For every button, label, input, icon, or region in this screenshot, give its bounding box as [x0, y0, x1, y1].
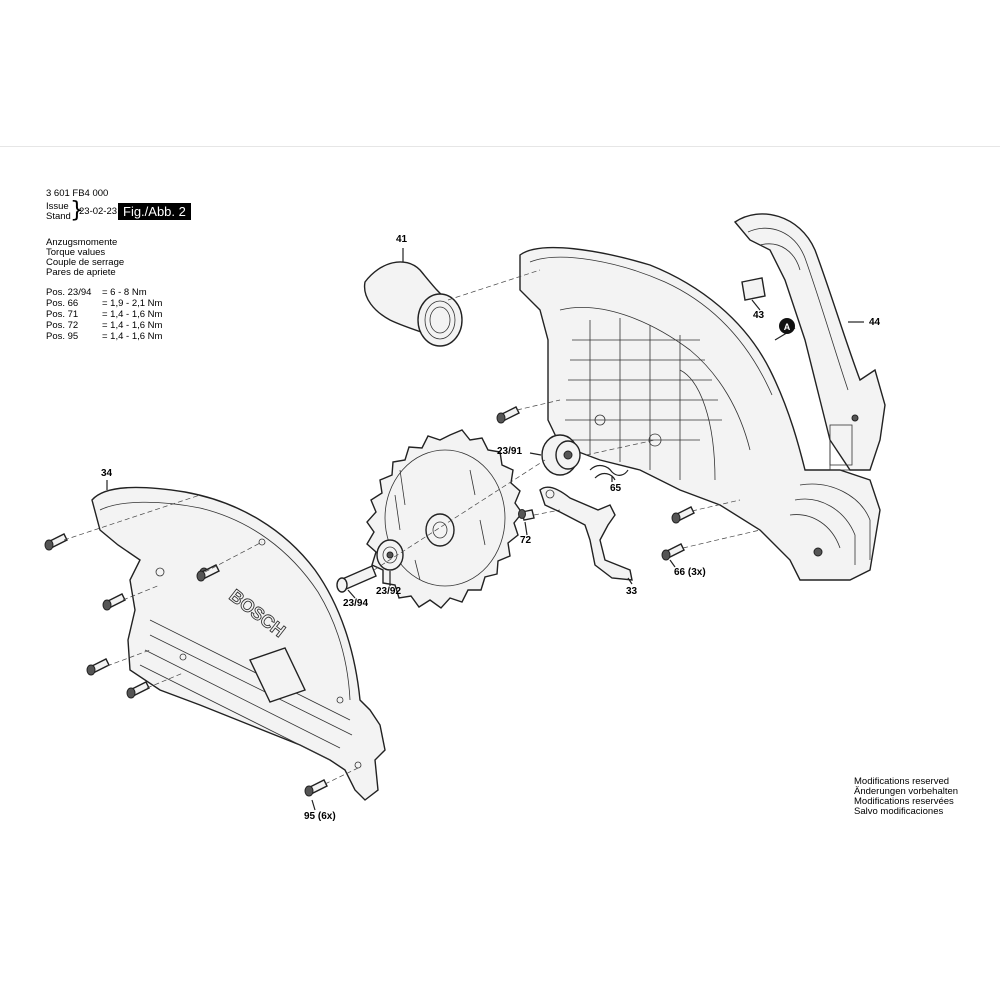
cover-strip: [733, 213, 886, 471]
callout-72: 72: [520, 535, 532, 546]
callout-66: 66 (3x): [674, 567, 706, 578]
spring: [589, 464, 629, 481]
callout-65: 65: [610, 483, 622, 494]
top-divider: [0, 146, 1000, 147]
torque-value: = 1,9 - 2,1 Nm: [102, 298, 163, 309]
callout-23-92: 23/92: [376, 586, 402, 597]
callout-95: 95 (6x): [304, 811, 336, 822]
screw-icon: [304, 779, 328, 797]
brace-icon: }: [70, 198, 84, 223]
screw-icon: [671, 506, 695, 524]
torque-title-de: Anzugsmomente: [46, 237, 118, 248]
torque-title-fr: Couple de serrage: [46, 257, 125, 268]
callout-43: 43: [753, 310, 765, 321]
screw-icon: [661, 543, 685, 561]
torque-pos: Pos. 72: [46, 320, 79, 331]
torque-title-en: Torque values: [46, 247, 106, 258]
torque-pos: Pos. 71: [46, 309, 79, 320]
outer-flange: [376, 539, 404, 571]
marker-a-icon: [779, 318, 795, 334]
pad-43: [741, 277, 766, 301]
screw-icon: [496, 406, 520, 424]
saw-blade: [366, 429, 523, 609]
upper-blade-guard: [519, 246, 881, 581]
modifications-en: Modifications reserved: [854, 776, 950, 787]
screw-icon: [518, 509, 535, 521]
clamping-bolt: [336, 565, 377, 593]
figure-badge: Fig./Abb. 2: [118, 203, 191, 220]
torque-value: = 1,4 - 1,6 Nm: [102, 320, 163, 331]
callout-44: 44: [869, 317, 881, 328]
torque-pos: Pos. 66: [46, 298, 79, 309]
dust-elbow: [363, 261, 463, 347]
torque-value: = 1,4 - 1,6 Nm: [102, 331, 163, 342]
issue-date: 23-02-23: [79, 206, 118, 217]
torque-value: = 1,4 - 1,6 Nm: [102, 309, 163, 320]
lever: [539, 486, 633, 581]
modifications-de: Änderungen vorbehalten: [854, 786, 959, 797]
marker-a-text: A: [784, 322, 791, 332]
screw-icon: [196, 564, 220, 582]
callout-23-94: 23/94: [343, 598, 369, 609]
torque-pos: Pos. 95: [46, 331, 79, 342]
callout-34: 34: [101, 468, 113, 479]
torque-value: = 6 - 8 Nm: [102, 287, 147, 298]
callout-23-91: 23/91: [497, 446, 523, 457]
issue-label: Issue: [46, 201, 69, 212]
modifications-fr: Modifications reservées: [854, 796, 954, 807]
screw-icon: [126, 681, 150, 699]
screw-icon: [86, 658, 110, 676]
torque-title-es: Pares de apriete: [46, 267, 116, 278]
screw-icon: [102, 593, 126, 611]
callout-33: 33: [626, 586, 638, 597]
torque-pos: Pos. 23/94: [46, 287, 92, 298]
callout-41: 41: [396, 234, 408, 245]
lower-blade-guard: BOSCH: [91, 486, 386, 801]
stand-label: Stand: [46, 211, 71, 222]
modifications-es: Salvo modificaciones: [854, 806, 944, 817]
inner-flange: [541, 434, 581, 476]
screw-icon: [44, 533, 68, 551]
part-number: 3 601 FB4 000: [46, 188, 109, 199]
